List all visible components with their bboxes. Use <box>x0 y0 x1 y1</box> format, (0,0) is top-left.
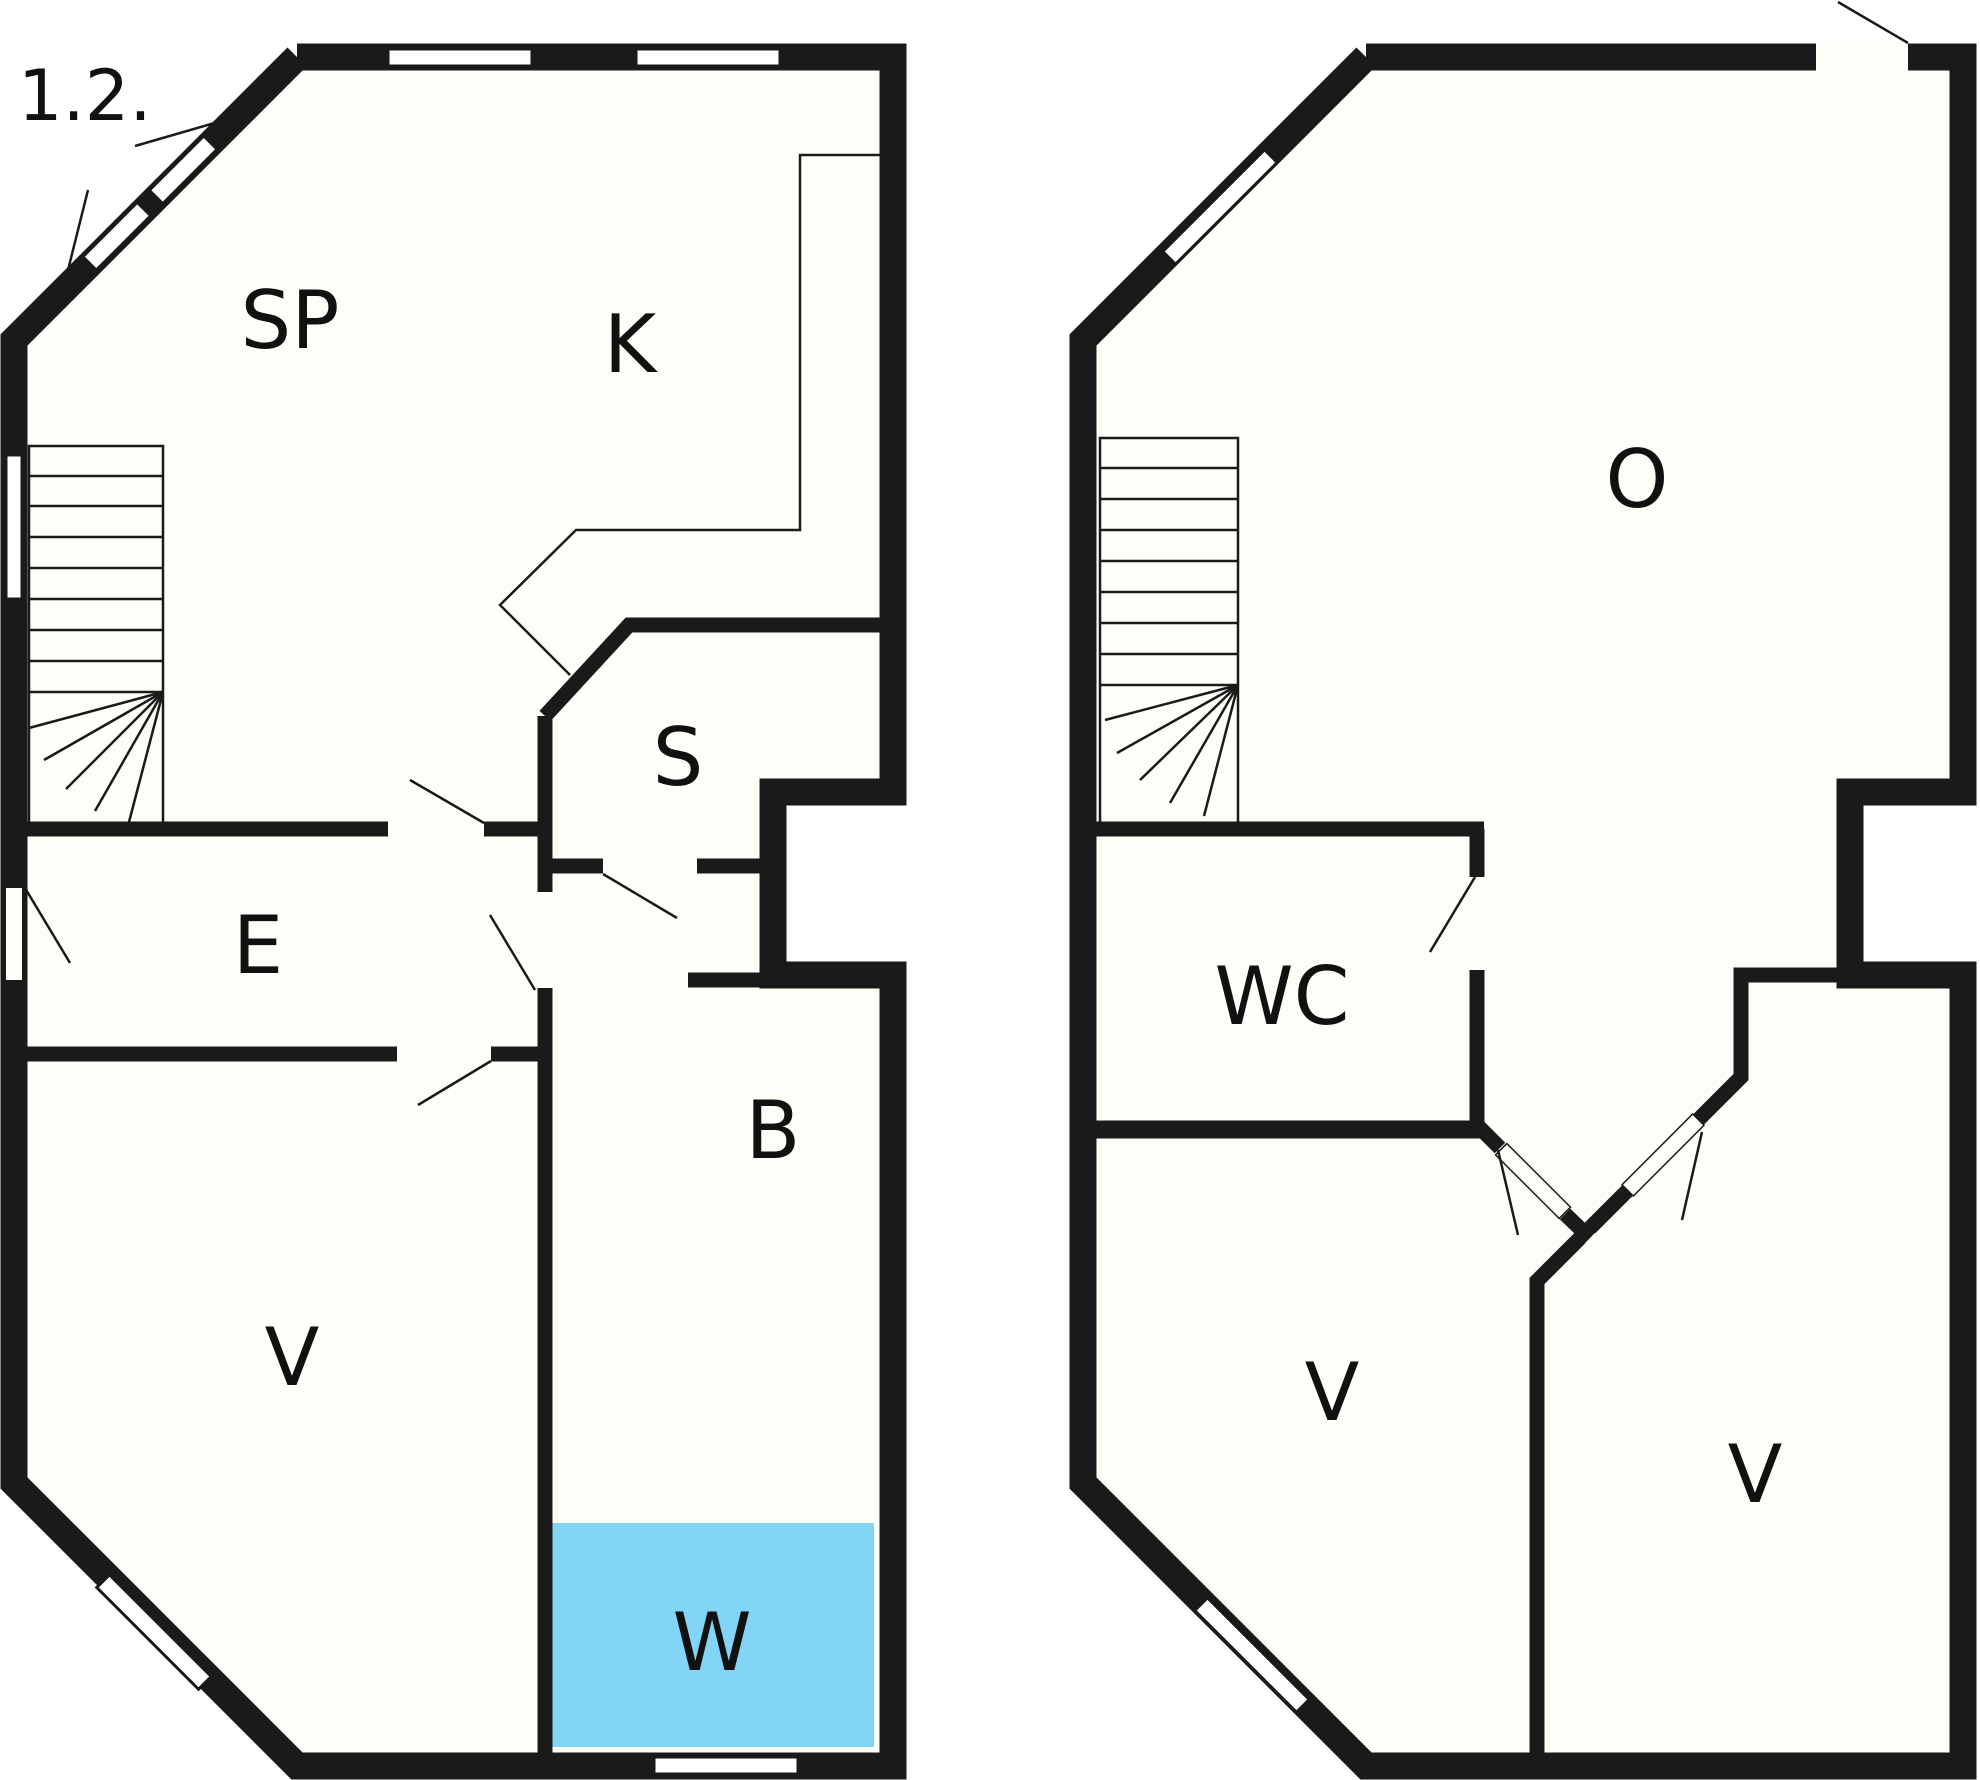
window <box>634 47 782 68</box>
ground-doors <box>6 778 697 1107</box>
ground-stairs <box>27 444 165 831</box>
room-label-k: K <box>604 298 659 391</box>
upper-floor: O WC V V <box>1069 0 1977 1780</box>
window <box>1192 1595 1312 1715</box>
room-label-v-left: V <box>1305 1346 1360 1439</box>
upper-floor-area <box>1083 57 1963 1766</box>
entrance-door <box>66 120 219 271</box>
upper-doors <box>1428 876 1706 1236</box>
wall-sauna-room <box>539 617 893 722</box>
room-label-v-right: V <box>1728 1428 1783 1521</box>
ground-floor-area <box>14 57 893 1766</box>
window <box>386 47 534 68</box>
plan-title: 1.2. <box>18 55 152 137</box>
window <box>94 1572 214 1692</box>
room-label-o: O <box>1606 433 1669 526</box>
room-label-b: B <box>746 1084 801 1177</box>
room-label-w: W <box>672 1596 751 1689</box>
upper-outer-wall <box>1069 43 1977 1780</box>
wall-hall-right <box>1692 967 1850 1126</box>
window <box>4 453 24 601</box>
window <box>1160 147 1280 267</box>
upper-stairs <box>1098 436 1240 831</box>
room-label-s: S <box>653 711 704 804</box>
wall-hall-diag-right <box>1584 1184 1634 1234</box>
ground-outer-wall <box>0 43 907 1780</box>
room-label-v: V <box>265 1311 320 1404</box>
room-label-sp: SP <box>240 274 339 367</box>
room-label-wc: WC <box>1215 950 1350 1043</box>
window <box>652 1755 800 1776</box>
balcony-door <box>1816 0 1909 71</box>
ground-floor: SP K S E B V W <box>0 43 907 1780</box>
wall-bedroom-divider <box>1529 1232 1586 1766</box>
room-label-e: E <box>233 899 284 992</box>
kitchen-counter <box>498 153 880 676</box>
sauna-area <box>551 1523 874 1747</box>
wall-hall-diag-left-stub <box>1559 1208 1596 1244</box>
wall-hall-diag-left <box>1471 1119 1506 1154</box>
